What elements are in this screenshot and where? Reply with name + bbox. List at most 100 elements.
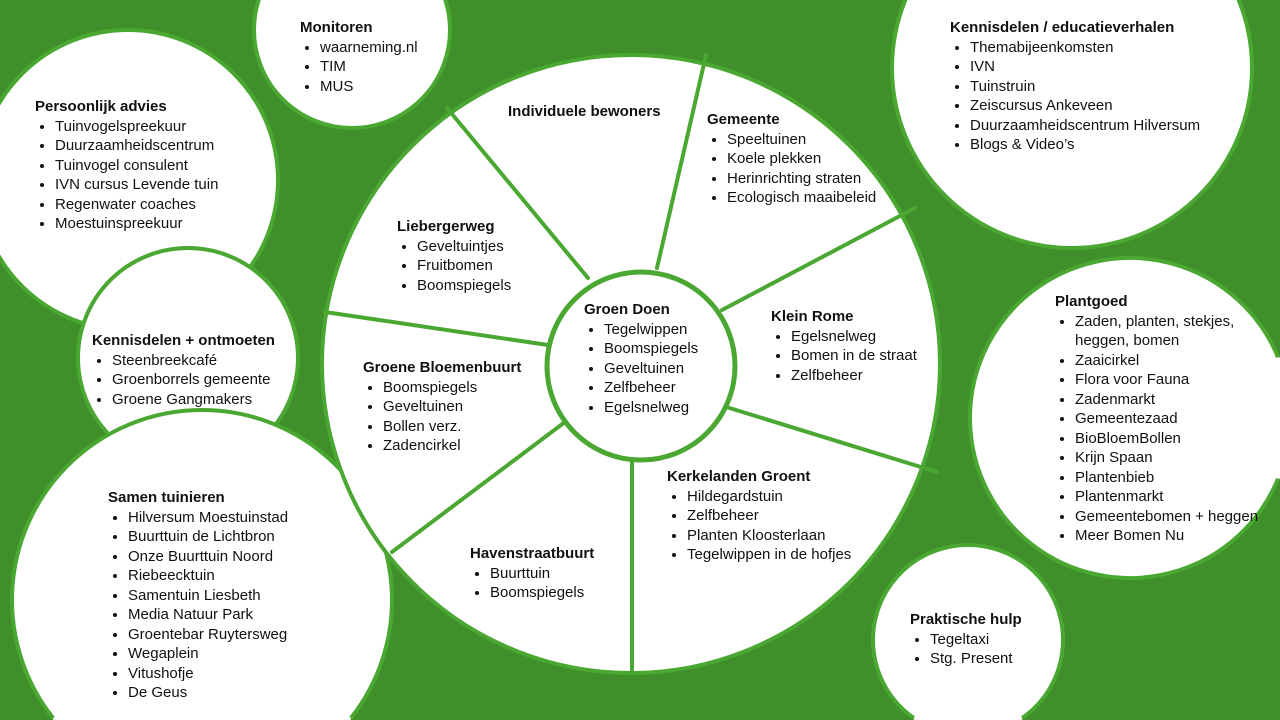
satellite-monitoren: Monitoren waarneming.nlTIMMUS xyxy=(300,18,418,96)
satellite-samen-tuinieren: Samen tuinieren Hilversum MoestuinstadBu… xyxy=(108,488,288,703)
list-item: Flora voor Fauna xyxy=(1075,370,1260,390)
list-item: Samentuin Liesbeth xyxy=(128,586,288,606)
list-item: Zadencirkel xyxy=(383,436,521,456)
list-item: Krijn Spaan xyxy=(1075,448,1260,468)
satellite-title: Monitoren xyxy=(300,19,373,36)
list-item: Wegaplein xyxy=(128,644,288,664)
list-item: Bollen verz. xyxy=(383,417,521,437)
list-item: Tuinvogel consulent xyxy=(55,156,218,176)
segment-kerkelanden-groent: Kerkelanden Groent HildegardstuinZelfbeh… xyxy=(667,467,851,565)
list-item: Tegelwippen in de hofjes xyxy=(687,545,851,565)
segment-liebergerweg: Liebergerweg GeveltuintjesFruitbomenBoom… xyxy=(397,217,511,295)
center-title: Groen Doen xyxy=(584,301,670,318)
satellite-title: Persoonlijk advies xyxy=(35,98,167,115)
segment-title: Liebergerweg xyxy=(397,218,495,235)
list-item: Regenwater coaches xyxy=(55,195,218,215)
list-item: Groenborrels gemeente xyxy=(112,370,275,390)
list-item: Tuinvogelspreekuur xyxy=(55,117,218,137)
list-item: Zelfbeheer xyxy=(687,506,851,526)
list-item: Planten Kloosterlaan xyxy=(687,526,851,546)
list-item: Media Natuur Park xyxy=(128,605,288,625)
list-item: Geveltuinen xyxy=(604,359,698,379)
segment-title: Individuele bewoners xyxy=(508,103,661,120)
list-item: Zelfbeheer xyxy=(791,366,917,386)
list-item: Bomen in de straat xyxy=(791,346,917,366)
list-item: Moestuinspreekuur xyxy=(55,214,218,234)
spoke xyxy=(721,404,939,474)
satellite-title: Praktische hulp xyxy=(910,611,1022,628)
satellite-title: Samen tuinieren xyxy=(108,489,225,506)
list-item: Buurttuin xyxy=(490,564,594,584)
list-item: BioBloemBollen xyxy=(1075,429,1260,449)
list-item: Duurzaamheidscentrum xyxy=(55,136,218,156)
list-item: Fruitbomen xyxy=(417,256,511,276)
spoke xyxy=(445,106,590,280)
list-item: De Geus xyxy=(128,683,288,703)
list-item: TIM xyxy=(320,57,418,77)
segment-groene-bloemenbuurt: Groene Bloemenbuurt BoomspiegelsGeveltui… xyxy=(363,358,521,456)
list-item: Groene Gangmakers xyxy=(112,390,275,410)
list-item: Riebeecktuin xyxy=(128,566,288,586)
list-item: Vitushofje xyxy=(128,664,288,684)
segment-title: Havenstraatbuurt xyxy=(470,545,595,562)
satellite-circle-monitoren xyxy=(252,0,452,130)
segment-title: Kerkelanden Groent xyxy=(667,468,811,485)
segment-havenstraatbuurt: Havenstraatbuurt BuurttuinBoomspiegels xyxy=(470,544,594,603)
segment-title: Klein Rome xyxy=(771,308,854,325)
satellite-plantgoed: Plantgoed Zaden, planten, stekjes, hegge… xyxy=(1055,292,1260,546)
satellite-educatieverhalen: Kennisdelen / educatieverhalen Themabije… xyxy=(950,18,1200,155)
list-item: Boomspiegels xyxy=(490,583,594,603)
list-item: waarneming.nl xyxy=(320,38,418,58)
satellite-praktische-hulp: Praktische hulp TegeltaxiStg. Present xyxy=(910,610,1022,669)
segment-title: Groene Bloemenbuurt xyxy=(363,359,522,376)
spoke xyxy=(323,310,550,347)
list-item: Zeiscursus Ankeveen xyxy=(970,96,1200,116)
segment-title: Gemeente xyxy=(707,111,780,128)
list-item: IVN xyxy=(970,57,1200,77)
list-item: Zaaicirkel xyxy=(1075,351,1260,371)
list-item: Steenbreekcafé xyxy=(112,351,275,371)
list-item: Gemeentebomen + heggen xyxy=(1075,507,1260,527)
list-item: Ecologisch maaibeleid xyxy=(727,188,876,208)
center-circle xyxy=(544,269,738,463)
satellite-circle-praktische-hulp xyxy=(871,542,1065,720)
list-item: IVN cursus Levende tuin xyxy=(55,175,218,195)
list-item: Plantenmarkt xyxy=(1075,487,1260,507)
satellite-circle-praktische-hulp-fill xyxy=(873,544,1063,720)
satellite-kennisdelen-ontmoeten: Kennisdelen + ontmoeten SteenbreekcaféGr… xyxy=(92,331,275,409)
satellite-circle-plantgoed xyxy=(968,256,1280,580)
list-item: Gemeentezaad xyxy=(1075,409,1260,429)
list-item: Geveltuintjes xyxy=(417,237,511,257)
segment-gemeente: Gemeente SpeeltuinenKoele plekkenHerinri… xyxy=(707,110,876,208)
list-item: Groentebar Ruytersweg xyxy=(128,625,288,645)
center-list: Tegelwippen Boomspiegels Geveltuinen Zel… xyxy=(584,320,698,418)
segment-individuele-bewoners: Individuele bewoners xyxy=(508,102,661,122)
list-item: Egelsnelweg xyxy=(791,327,917,347)
list-item: Zadenmarkt xyxy=(1075,390,1260,410)
list-item: Duurzaamheidscentrum Hilversum xyxy=(970,116,1200,136)
list-item: Hildegardstuin xyxy=(687,487,851,507)
list-item: Zelfbeheer xyxy=(604,378,698,398)
list-item: Speeltuinen xyxy=(727,130,876,150)
list-item: Boomspiegels xyxy=(417,276,511,296)
list-item: Zaden, planten, stekjes, heggen, bomen xyxy=(1075,312,1260,351)
spoke xyxy=(390,420,567,554)
list-item: Herinrichting straten xyxy=(727,169,876,189)
segment-klein-rome: Klein Rome EgelsnelwegBomen in de straat… xyxy=(771,307,917,385)
spoke xyxy=(720,206,917,312)
satellite-persoonlijk-advies: Persoonlijk advies TuinvogelspreekuurDuu… xyxy=(35,97,218,234)
list-item: Geveltuinen xyxy=(383,397,521,417)
list-item: MUS xyxy=(320,77,418,97)
list-item: Tegeltaxi xyxy=(930,630,1022,650)
center-block: Groen Doen Tegelwippen Boomspiegels Geve… xyxy=(584,300,698,417)
list-item: Boomspiegels xyxy=(383,378,521,398)
list-item: Buurttuin de Lichtbron xyxy=(128,527,288,547)
spoke xyxy=(655,53,708,270)
list-item: Meer Bomen Nu xyxy=(1075,526,1260,546)
satellite-circle-samen-tuinieren xyxy=(10,408,394,720)
list-item: Tuinstruin xyxy=(970,77,1200,97)
list-item: Egelsnelweg xyxy=(604,398,698,418)
list-item: Blogs & Video’s xyxy=(970,135,1200,155)
list-item: Onze Buurttuin Noord xyxy=(128,547,288,567)
